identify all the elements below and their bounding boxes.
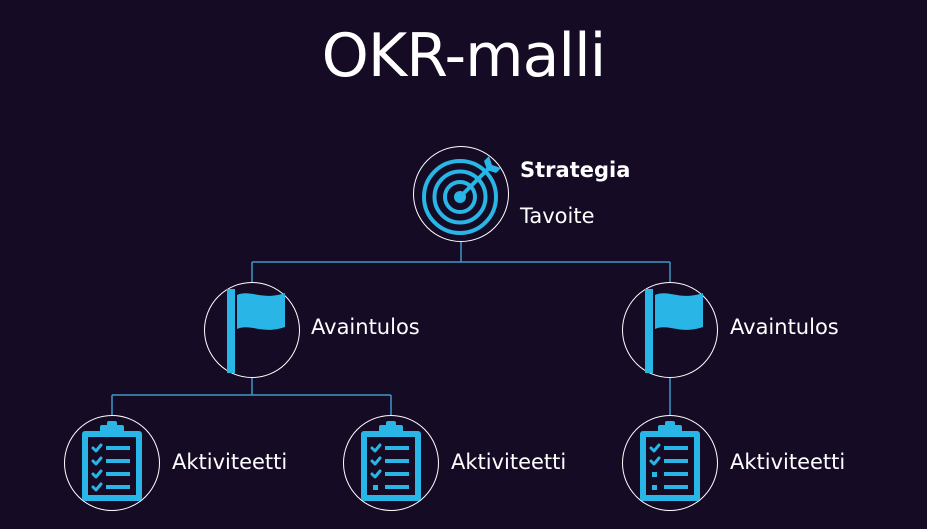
clipboard-checklist-icon — [640, 421, 700, 501]
activity-label-3: Aktiviteetti — [730, 450, 846, 474]
page-title: OKR-malli — [321, 21, 607, 91]
connector-strategy-to-key-results — [251, 242, 671, 282]
activity-node-1 — [64, 415, 160, 511]
activity-label-2: Aktiviteetti — [451, 450, 567, 474]
activity-node-2 — [343, 415, 439, 511]
strategy-node — [413, 146, 509, 242]
key-result-label-1: Avaintulos — [311, 315, 420, 339]
key-result-node-1 — [204, 282, 300, 378]
strategy-subheading: Tavoite — [520, 204, 595, 228]
connector-key-result-1-to-activities — [111, 378, 392, 415]
clipboard-checklist-icon — [82, 421, 142, 501]
clipboard-checklist-icon — [361, 421, 421, 501]
activity-label-1: Aktiviteetti — [172, 450, 288, 474]
activity-node-3 — [622, 415, 718, 511]
strategy-heading: Strategia — [520, 158, 631, 182]
flag-icon — [645, 289, 703, 373]
key-result-node-2 — [622, 282, 718, 378]
flag-icon — [227, 289, 285, 373]
target-icon — [422, 156, 501, 235]
key-result-label-2: Avaintulos — [730, 315, 839, 339]
